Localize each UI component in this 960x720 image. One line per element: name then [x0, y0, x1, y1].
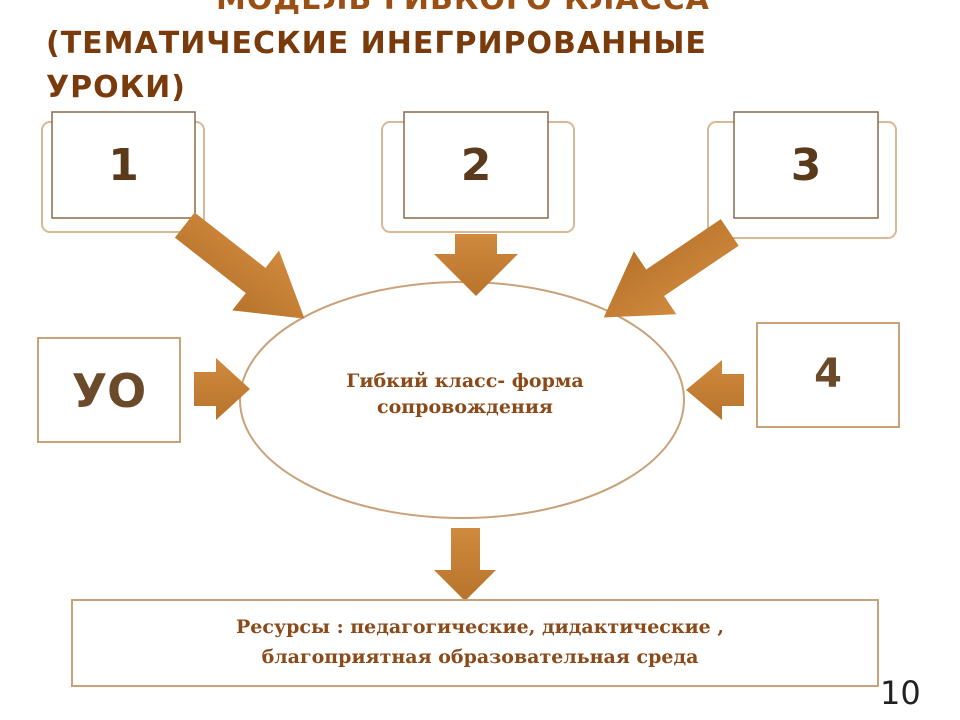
resources-text-line-2: благоприятная образовательная среда	[261, 646, 699, 668]
box-2	[381, 111, 575, 233]
title-line-2: УРОКИ)	[46, 70, 186, 105]
title-line-1: (ТЕМАТИЧЕСКИЕ ИНЕГРИРОВАННЫЕ	[46, 26, 707, 61]
arrow-from-box-2	[434, 234, 518, 296]
box-uo-label: УО	[71, 364, 147, 418]
resources-text: Ресурсы : педагогические, дидактические …	[80, 612, 880, 672]
arrow-from-box-4	[686, 360, 744, 420]
box-1-label: 1	[108, 140, 139, 191]
slide-title: МОДЕЛЬ ГИБКОГО КЛАССА (ТЕМАТИЧЕСКИЕ ИНЕГ…	[46, 0, 710, 110]
arrow-from-uo	[194, 358, 250, 420]
box-1	[41, 111, 205, 233]
resources-box	[71, 599, 879, 687]
title-line-0: МОДЕЛЬ ГИБКОГО КЛАССА	[46, 0, 710, 22]
arrow-to-resources	[434, 528, 496, 601]
box-2-label: 2	[460, 140, 492, 191]
center-text-line-1: Гибкий класс- форма	[346, 370, 584, 392]
center-text-line-2: сопровождения	[377, 396, 553, 418]
page-number: 10	[880, 674, 921, 712]
arrow-from-box-1	[174, 212, 305, 319]
center-text: Гибкий класс- форма сопровождения	[300, 368, 630, 420]
box-4	[756, 322, 900, 428]
box-3	[707, 111, 897, 239]
arrow-from-box-3	[603, 219, 739, 318]
box-4-label: 4	[814, 351, 842, 397]
resources-text-line-1: Ресурсы : педагогические, дидактические …	[236, 616, 724, 638]
box-3-label: 3	[790, 140, 822, 191]
box-uo	[37, 337, 181, 443]
